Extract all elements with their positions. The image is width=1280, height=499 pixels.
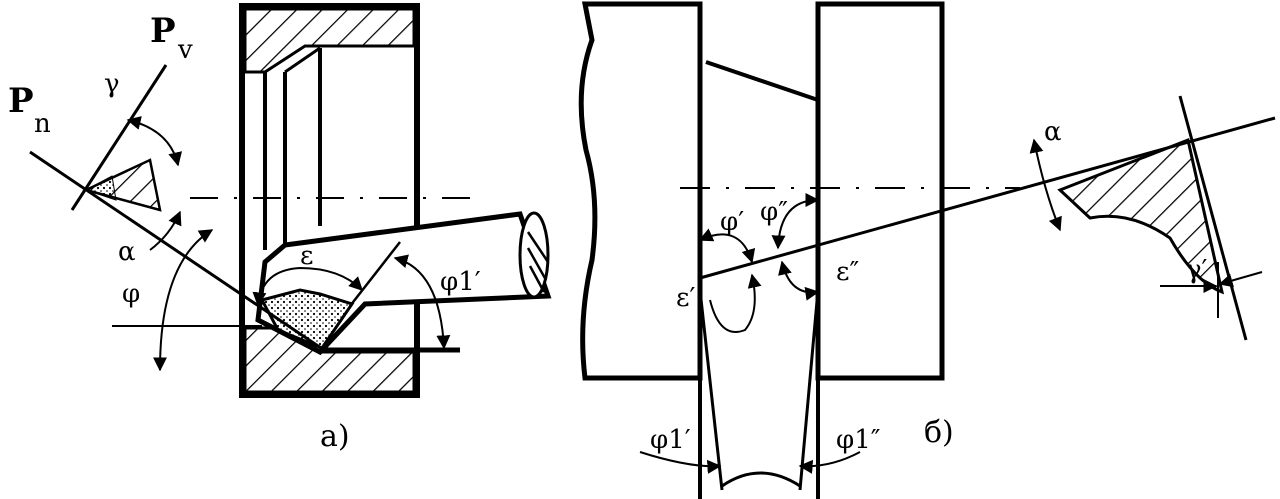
gamma-label-left: γ [104, 69, 120, 99]
phi-arc [153, 229, 214, 372]
workpiece-top-hatch [243, 7, 416, 74]
epsilon-label-left: ε [300, 241, 313, 271]
eps-dprime-arc [778, 260, 820, 301]
right-panel: φ′ φ″ ε′ ε″ φ1′ φ1″ б) [578, 1, 1276, 499]
phi1-left-arc [639, 451, 722, 474]
phi-dprime-arc [771, 193, 820, 250]
tool-taper-right [798, 289, 820, 491]
pn-label-main: P [8, 81, 34, 121]
phi1-left-label: φ1′ [650, 425, 691, 455]
epsilon-line [349, 241, 401, 307]
eps-prime-arc [709, 273, 762, 333]
gamma-arc [126, 116, 183, 167]
phi1-arc [393, 254, 451, 350]
caption-a: а) [320, 419, 350, 454]
phi-prime-label: φ′ [720, 207, 744, 237]
bore-chamfer [284, 46, 321, 74]
section-arrow-right [1218, 271, 1263, 288]
eps-dprime-label: ε″ [836, 257, 859, 287]
tool-bottom-curve [721, 471, 801, 488]
tool-end-section [518, 211, 550, 299]
left-workpiece [578, 1, 703, 381]
pv-label-main: P [150, 11, 176, 51]
eps-prime-label: ε′ [676, 283, 695, 313]
tool-taper-left [698, 289, 724, 491]
pn-label-sub: n [34, 109, 51, 139]
phi-prime-arc [698, 228, 756, 264]
alpha-label-left: α [118, 237, 136, 267]
left-panel: P v P n γ α φ ε φ1′ а) [8, 3, 552, 454]
phi-label-left: φ [122, 279, 140, 309]
pv-line [70, 64, 168, 211]
epsilon-arc [252, 266, 363, 307]
tooltip-dots [84, 175, 117, 201]
slot-diagonal [705, 60, 819, 102]
phi1-right-arc [798, 451, 861, 474]
section-flank-line [1178, 95, 1248, 341]
section-alpha-label: α [1044, 117, 1062, 147]
tool-end-hatch [526, 231, 550, 293]
workpiece-frame [239, 3, 420, 398]
section-gamma-label: γ′ [1186, 255, 1208, 285]
pv-label-sub: v [177, 35, 193, 65]
section-alpha-arc [1029, 138, 1062, 232]
caption-b: б) [924, 415, 954, 450]
section-detail: α γ′ [1029, 95, 1263, 341]
phi-dprime-label: φ″ [760, 197, 788, 227]
right-workpiece [815, 1, 945, 381]
phi1-label-left: φ1′ [440, 267, 481, 297]
phi1-right-label: φ1″ [836, 425, 881, 455]
tooltip-wedge [82, 158, 162, 212]
